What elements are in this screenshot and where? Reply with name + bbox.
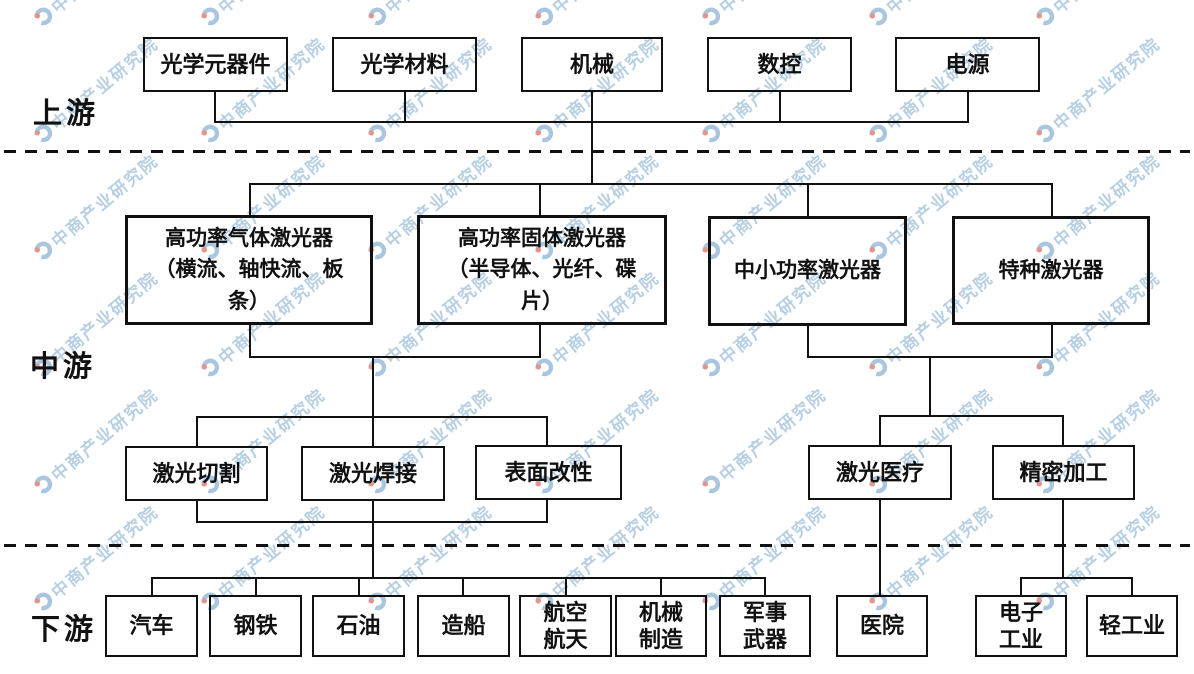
- connector-line: [462, 577, 464, 596]
- node-optical-materials: 光学材料: [332, 37, 477, 92]
- connector-line: [879, 415, 881, 446]
- node-special-laser: 特种激光器: [952, 216, 1150, 325]
- connector-line: [764, 577, 766, 596]
- connector-line: [879, 415, 1064, 417]
- node-surface-modification: 表面改性: [475, 445, 622, 500]
- connector-line: [546, 499, 548, 523]
- upstream-stage-label: 上游: [33, 98, 100, 130]
- connector-line: [151, 577, 766, 579]
- connector-line: [967, 92, 969, 123]
- node-steel: 钢铁: [209, 595, 302, 657]
- connector-line: [779, 92, 781, 123]
- connector-line: [929, 356, 931, 417]
- connector-line: [1131, 577, 1133, 596]
- connector-line: [404, 92, 406, 123]
- stage-divider-dashed-line: [4, 150, 1190, 153]
- node-laser-medical: 激光医疗: [808, 445, 952, 500]
- node-aerospace: 航空 航天: [519, 595, 612, 657]
- connector-line: [249, 324, 251, 358]
- connector-line: [1062, 415, 1064, 446]
- node-laser-welding: 激光焊接: [301, 446, 445, 501]
- connector-line: [1051, 324, 1053, 358]
- connector-line: [249, 183, 251, 216]
- connector-line: [1020, 577, 1022, 596]
- connector-line: [372, 500, 374, 523]
- connector-line: [660, 577, 662, 596]
- connector-line: [196, 416, 198, 447]
- node-machinery-manufacturing: 机械 制造: [615, 595, 707, 657]
- connector-line: [196, 500, 198, 523]
- connector-line: [214, 92, 216, 123]
- connector-line: [565, 577, 567, 596]
- connector-line: [1020, 577, 1133, 579]
- connector-line: [1062, 499, 1064, 579]
- node-hospital: 医院: [836, 595, 928, 657]
- node-electronics-industry: 电子 工业: [975, 595, 1067, 657]
- node-small-mid-power-laser: 中小功率激光器: [708, 216, 907, 326]
- node-light-industry: 轻工业: [1086, 595, 1178, 657]
- stage-divider-dashed-line: [4, 544, 1190, 547]
- node-high-power-gas-laser: 高功率气体激光器 （横流、轴快流、板 条）: [125, 215, 373, 325]
- connector-line: [372, 356, 374, 418]
- connector-line: [249, 356, 541, 358]
- connector-line: [546, 416, 548, 446]
- node-power-supply: 电源: [895, 37, 1040, 92]
- connector-line: [1051, 183, 1053, 217]
- connector-line: [879, 499, 881, 596]
- connector-line: [255, 577, 257, 596]
- downstream-stage-label: 下游: [31, 614, 98, 646]
- connector-line: [372, 416, 374, 447]
- node-laser-cutting: 激光切割: [125, 446, 268, 501]
- connector-line: [807, 325, 809, 358]
- connector-line: [358, 577, 360, 596]
- connector-line: [539, 183, 541, 216]
- node-machinery: 机械: [521, 37, 663, 92]
- midstream-stage-label: 中游: [30, 351, 97, 383]
- node-high-power-solid-laser: 高功率固体激光器 （半导体、光纤、碟 片）: [417, 215, 667, 325]
- node-shipbuilding: 造船: [417, 595, 510, 657]
- connector-line: [591, 92, 593, 185]
- connector-line: [539, 324, 541, 358]
- connector-line: [372, 521, 374, 579]
- connector-line: [807, 183, 809, 217]
- node-precision-machining: 精密加工: [992, 445, 1135, 500]
- connector-line: [249, 183, 1053, 185]
- node-automobile: 汽车: [105, 595, 198, 657]
- connector-line: [151, 577, 153, 596]
- node-optical-components: 光学元器件: [143, 37, 288, 92]
- node-petroleum: 石油: [312, 595, 405, 657]
- node-cnc: 数控: [707, 37, 852, 92]
- node-military-weapons: 军事 武器: [719, 595, 811, 657]
